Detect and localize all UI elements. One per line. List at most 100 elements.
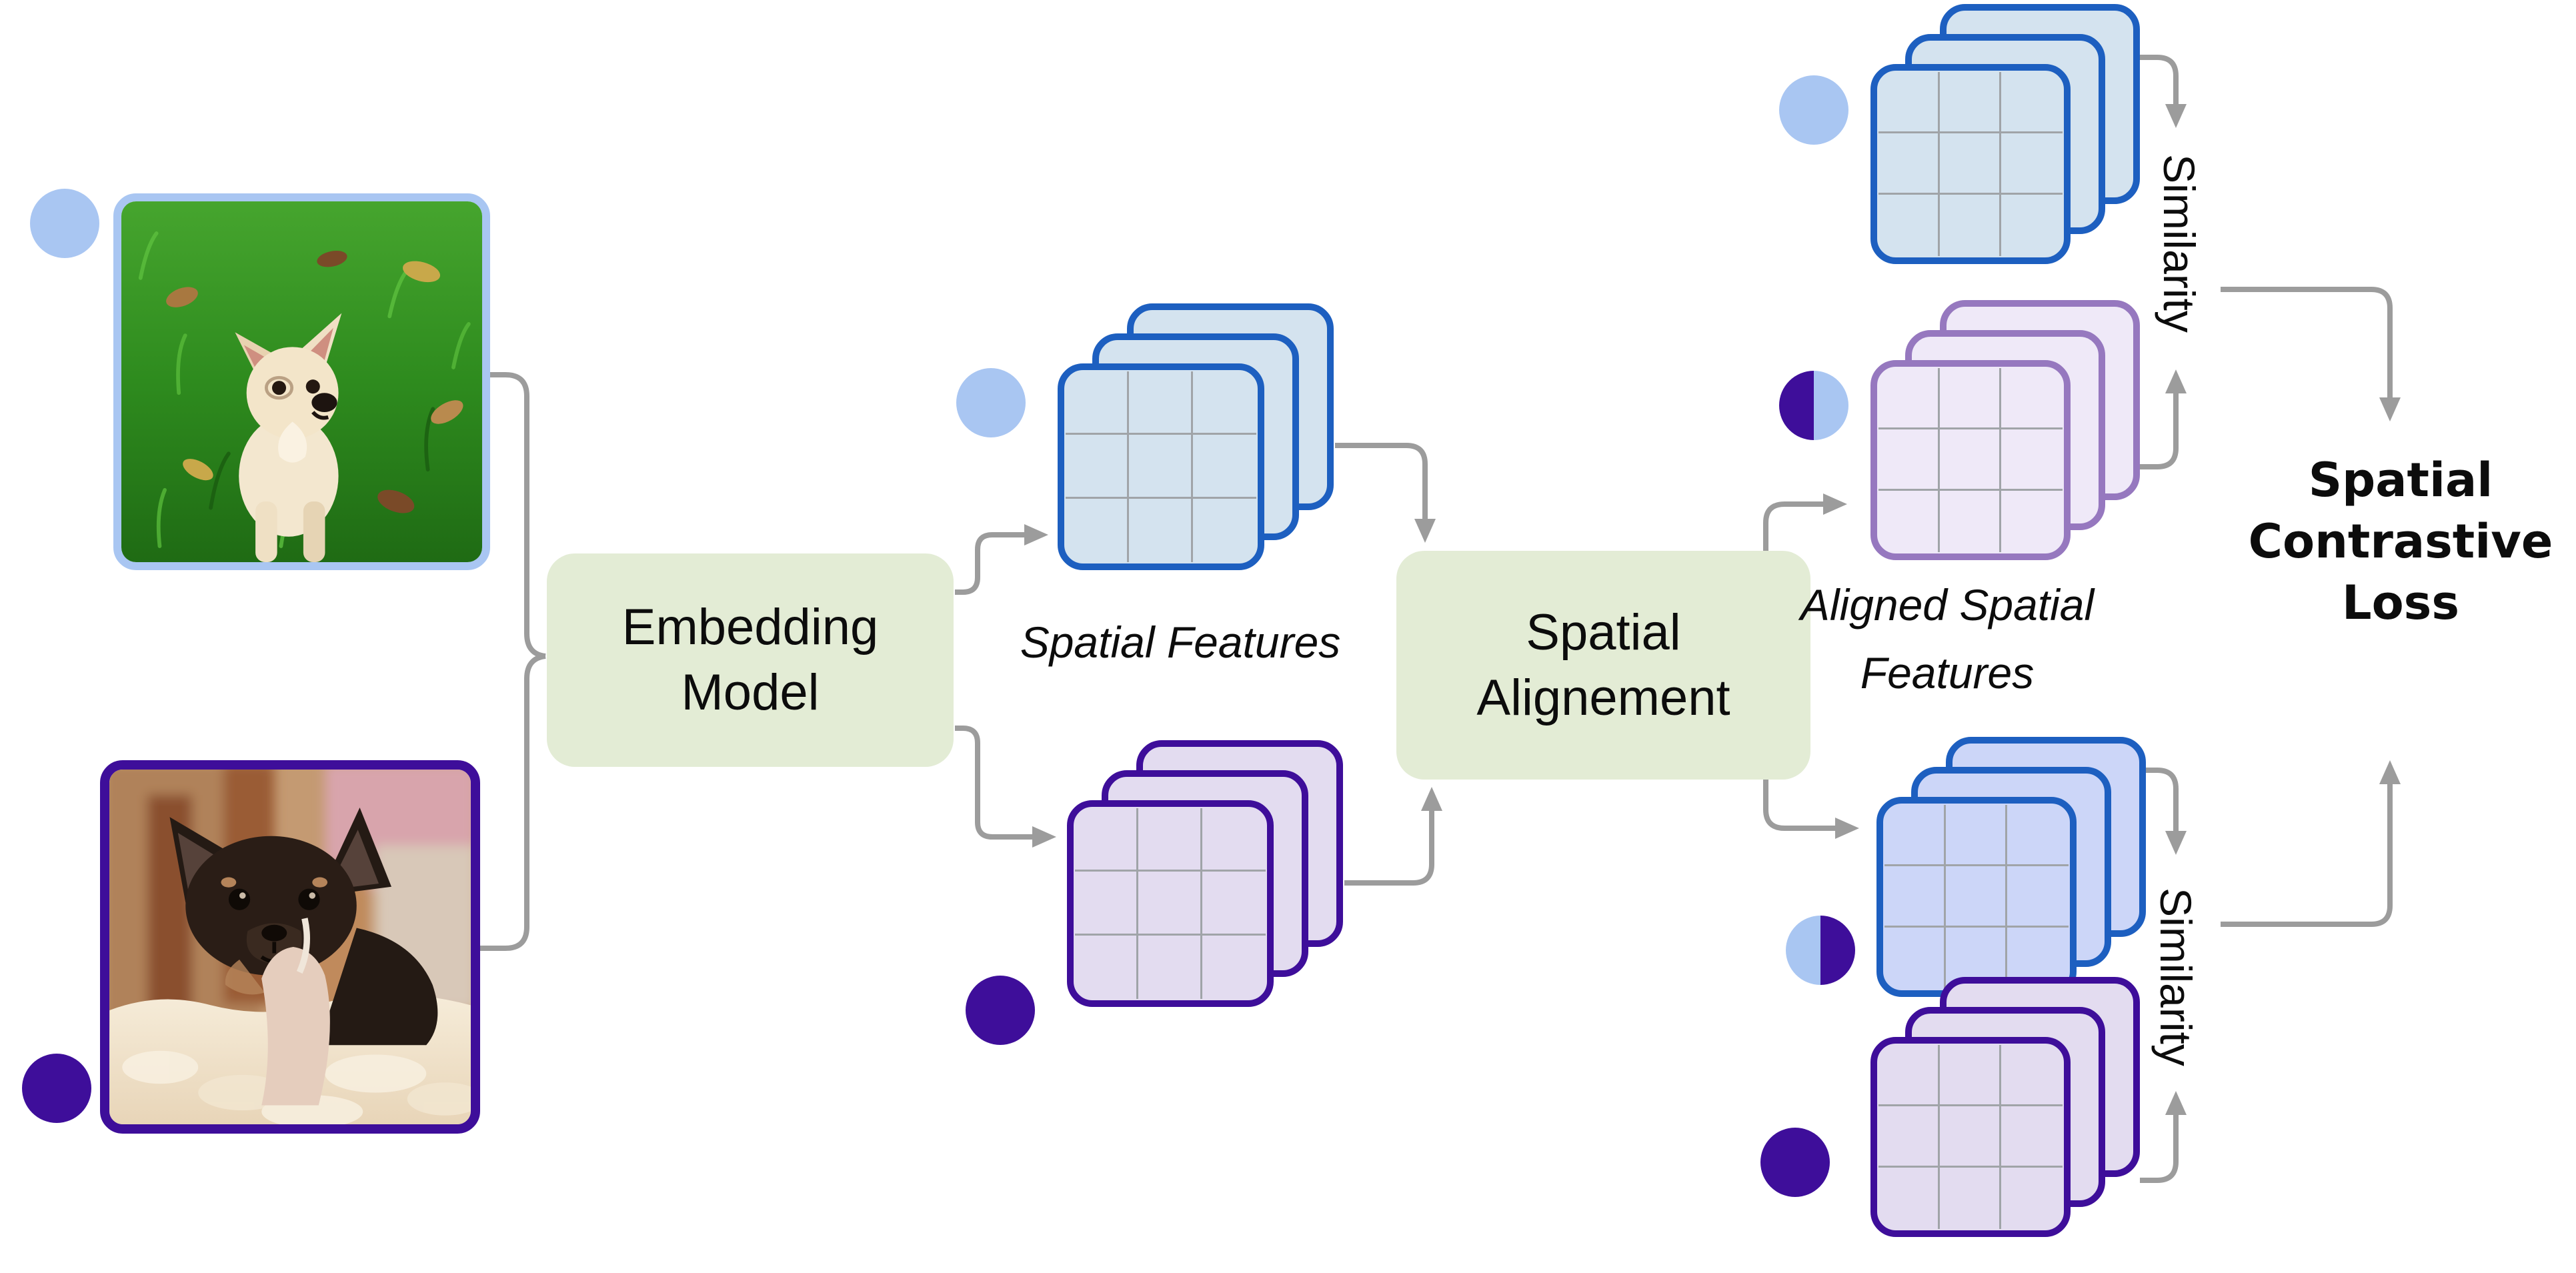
embedding-model-box: Embedding Model: [547, 553, 954, 767]
loss-label-line1: Spatial: [2308, 453, 2493, 507]
arrow-embed-to-features-b: [955, 726, 1056, 848]
arrow-features-a-to-align: [1335, 443, 1436, 543]
grid-cell: [1946, 805, 2007, 866]
grid-cell: [1940, 133, 2001, 195]
image-a-marker-circle: [30, 189, 99, 258]
aligned-3-marker-half-circle: [1786, 916, 1855, 985]
arrow-align-to-aligned-3: [1763, 780, 1859, 839]
grid-cell: [1940, 429, 2001, 491]
grid-cell: [2001, 368, 2063, 429]
grid-cell: [1940, 195, 2001, 256]
grid-cell: [1878, 368, 1940, 429]
grid-cell: [1878, 1106, 1940, 1168]
grid-cell: [1138, 808, 1202, 872]
grid-cell: [1878, 491, 1940, 552]
aligned-2-marker-half-circle: [1779, 371, 1848, 440]
aligned-3-grid: [1884, 805, 2069, 989]
grid-cell: [1940, 368, 2001, 429]
aligned-features-label-line2: Features: [1860, 648, 2035, 698]
grid-cell: [1066, 498, 1130, 562]
grid-cell: [1202, 872, 1266, 936]
grid-cell: [1075, 872, 1139, 936]
grid-cell: [2001, 1106, 2063, 1168]
grid-cell: [1946, 866, 2007, 928]
embedding-model-label-line1: Embedding: [621, 599, 879, 656]
aligned-spatial-features-label: Aligned Spatial Features: [1747, 571, 2147, 707]
spatial-alignment-box: Spatial Alignement: [1396, 551, 1810, 780]
grid-cell: [2001, 1045, 2063, 1106]
brace-top-arm: [490, 372, 546, 659]
grid-cell: [1878, 1045, 1940, 1106]
aligned-2-grid: [1878, 368, 2063, 552]
grid-cell: [1193, 499, 1256, 562]
grid-cell: [1138, 872, 1202, 936]
input-image-a: [113, 193, 490, 570]
grid-cell: [2007, 805, 2069, 866]
grid-cell: [1884, 928, 1946, 989]
arrow-embed-to-features-a: [955, 524, 1048, 595]
grid-cell: [1202, 936, 1266, 999]
grid-cell: [1192, 371, 1256, 435]
feature-b-grid: [1075, 808, 1266, 999]
grid-cell: [2007, 866, 2069, 928]
feature-map-layer: [1058, 363, 1264, 570]
grid-cell: [1075, 935, 1139, 999]
dog-on-grass-illustration: [121, 201, 482, 562]
grid-cell: [1884, 866, 1946, 928]
feature-map-layer: [1870, 1037, 2071, 1237]
loss-label-line3: Loss: [2341, 575, 2460, 630]
arrow-aligned-4-to-similarity: [2140, 1091, 2187, 1183]
grid-cell: [2001, 72, 2063, 133]
grid-cell: [1138, 935, 1202, 999]
input-image-b: [100, 760, 480, 1134]
feature-map-layer: [1870, 64, 2071, 264]
grid-cell: [1066, 371, 1130, 435]
grid-cell: [2001, 133, 2063, 195]
arrow-aligned-1-to-similarity: [2140, 55, 2187, 128]
similarity-bottom-label: Similarity: [2151, 888, 2201, 1066]
aligned-1-marker-circle: [1779, 75, 1848, 145]
spatial-contrastive-loss-label: Spatial Contrastive Loss: [2221, 449, 2576, 633]
grid-cell: [1940, 1106, 2001, 1168]
spatial-features-label: Spatial Features: [1020, 617, 1341, 667]
grid-cell: [1129, 371, 1193, 435]
grid-cell: [2001, 1168, 2063, 1229]
grid-cell: [1946, 928, 2007, 989]
grid-cell: [1066, 435, 1130, 499]
grid-cell: [1878, 429, 1940, 491]
spatial-alignment-label-line2: Alignement: [1476, 669, 1730, 726]
feature-map-layer: [1870, 360, 2071, 560]
grid-cell: [2001, 429, 2063, 491]
aligned-4-grid: [1878, 1045, 2063, 1229]
grid-cell: [1878, 72, 1940, 133]
grid-cell: [1202, 808, 1266, 872]
features-a-marker-circle: [956, 368, 1026, 437]
dog-on-rug-illustration: [109, 770, 471, 1124]
grid-cell: [1129, 435, 1193, 499]
grid-cell: [1940, 1168, 2001, 1229]
aligned-features-label-line1: Aligned Spatial: [1800, 580, 2095, 629]
grid-cell: [1878, 133, 1940, 195]
arrow-aligned-3-to-similarity: [2146, 768, 2187, 855]
arrow-aligned-2-to-similarity: [2140, 369, 2187, 469]
arrow-similarity-bottom-to-loss: [2221, 760, 2401, 927]
brace-bottom-arm: [479, 654, 546, 951]
grid-cell: [1940, 72, 2001, 133]
feature-a-grid: [1066, 371, 1256, 562]
grid-cell: [1940, 491, 2001, 552]
embedding-model-label-line2: Model: [681, 664, 820, 721]
feature-map-layer: [1067, 800, 1274, 1007]
arrow-align-to-aligned-2: [1763, 493, 1847, 551]
similarity-top-label: Similarity: [2155, 154, 2204, 333]
grid-cell: [2001, 195, 2063, 256]
spatial-alignment-label-line1: Spatial: [1526, 603, 1681, 661]
grid-cell: [1129, 498, 1193, 562]
grid-cell: [2001, 491, 2063, 552]
grid-cell: [1884, 805, 1946, 866]
grid-cell: [1075, 808, 1139, 872]
grid-cell: [1878, 1168, 1940, 1229]
features-b-marker-circle: [966, 976, 1035, 1045]
aligned-4-marker-circle: [1760, 1128, 1830, 1197]
